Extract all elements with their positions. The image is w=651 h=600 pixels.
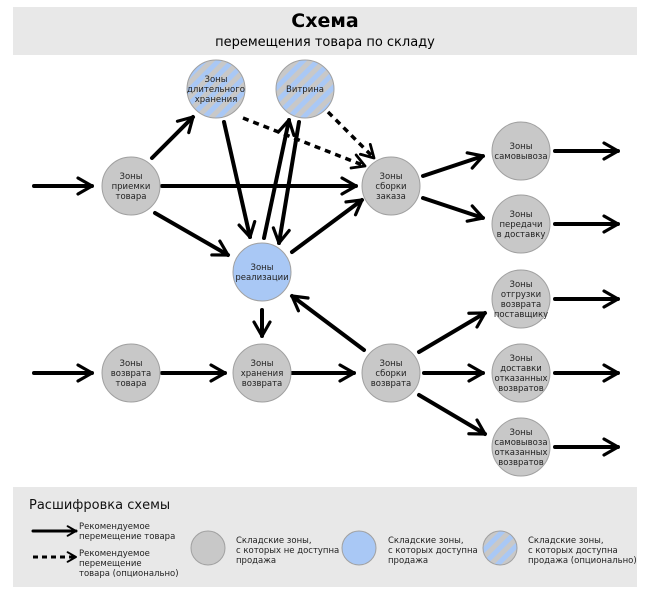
node-showcase: [275, 59, 335, 119]
header-panel: Схема перемещения товара по складу: [13, 7, 637, 55]
legend-title: Расшифровка схемы: [29, 498, 171, 513]
arrow-showcase-assembly-optional: [326, 110, 376, 160]
arrow-returnassembly-refusedpickup: [417, 393, 487, 436]
arrow-longstorage-sales: [222, 120, 257, 239]
arrow-sales-showcase-1: [262, 118, 296, 240]
legend-striped-zone-swatch: [482, 530, 518, 566]
node-supplier-return-shipping: [491, 269, 551, 329]
node-receiving: [101, 156, 161, 216]
arrow-receiving-longstorage: [150, 115, 195, 160]
node-sales: [232, 242, 292, 302]
node-order-assembly: [361, 156, 421, 216]
arrow-assembly-pickup: [421, 151, 485, 178]
diagram-subtitle: перемещения товара по складу: [215, 35, 435, 50]
arrow-assembly-delivery: [421, 196, 485, 223]
arrow-sales-assembly: [290, 198, 364, 254]
diagram-title: Схема: [291, 10, 359, 32]
legend-gray-zone-swatch: [190, 530, 226, 566]
arrow-returnassembly-sales: [290, 294, 366, 352]
node-return-goods: [101, 343, 161, 403]
node-refused-pickup: [491, 417, 551, 477]
node-long-storage: [186, 59, 246, 119]
node-return-storage: [232, 343, 292, 403]
arrow-longstorage-assembly-optional: [242, 116, 367, 170]
node-label-showcase: Витрина: [286, 85, 324, 95]
legend-symbols: [31, 525, 518, 566]
arrow-returnassembly-supplier: [417, 311, 487, 354]
node-pickup: [491, 121, 551, 181]
node-return-assembly: [361, 343, 421, 403]
arrow-showcase-sales: [271, 120, 301, 245]
node-refused-delivery: [491, 343, 551, 403]
legend-blue-zone-swatch: [341, 530, 377, 566]
arrow-receiving-sales: [153, 211, 230, 257]
node-delivery-handover: [491, 194, 551, 254]
